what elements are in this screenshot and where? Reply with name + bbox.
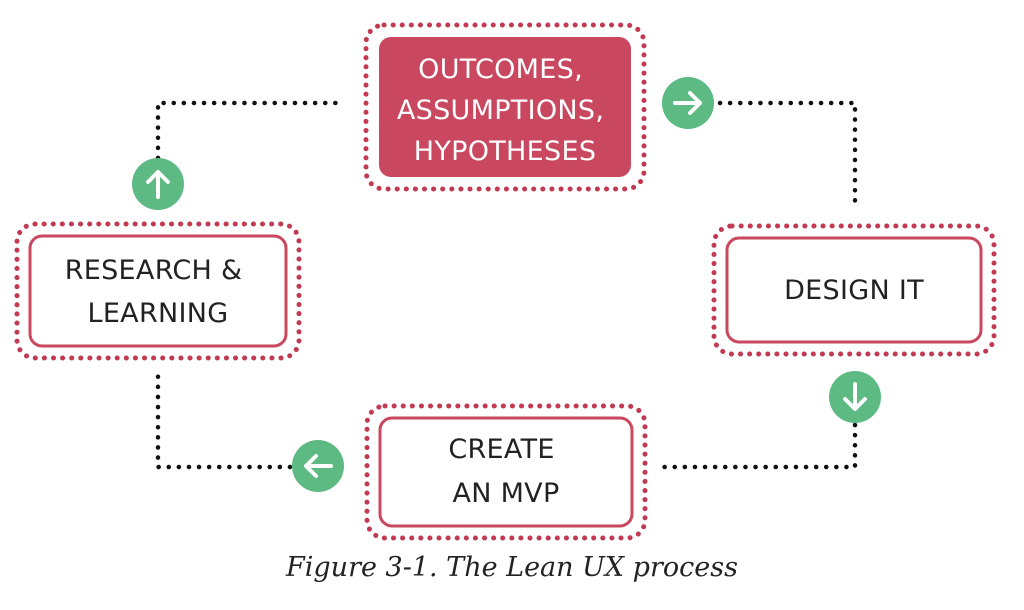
connector-research-to-outcomes xyxy=(155,100,348,161)
figure-caption: Figure 3-1. The Lean UX process xyxy=(286,552,738,583)
arrow-down-icon xyxy=(829,371,881,423)
connector-outcomes-to-design xyxy=(717,100,858,213)
node-research-box xyxy=(28,234,288,348)
arrow-up-icon xyxy=(132,158,184,210)
node-design: DESIGN IT xyxy=(711,223,997,357)
connector-mvp-to-research xyxy=(155,369,293,470)
lean-ux-cycle-diagram: OUTCOMES, ASSUMPTIONS, HYPOTHESES DESIGN… xyxy=(14,22,997,541)
node-outcomes-line-1: OUTCOMES, xyxy=(418,54,583,85)
arrow-left-icon xyxy=(292,440,344,492)
svg-text:DESIGN IT: DESIGN IT xyxy=(784,275,924,306)
node-outcomes-box xyxy=(379,37,631,177)
node-outcomes-dotted-border xyxy=(363,22,647,192)
node-design-line-1: DESIGN IT xyxy=(784,275,924,306)
node-outcomes-line-3: HYPOTHESES xyxy=(414,136,597,167)
node-research-line-1: RESEARCH & xyxy=(65,255,243,286)
node-outcomes: OUTCOMES, ASSUMPTIONS, HYPOTHESES xyxy=(363,22,647,192)
node-design-box xyxy=(725,236,983,344)
node-mvp-line-1: CREATE xyxy=(448,434,554,465)
node-design-dotted-border xyxy=(711,223,997,357)
node-outcomes-line-2: ASSUMPTIONS, xyxy=(397,95,604,126)
node-mvp-box xyxy=(378,416,634,528)
node-research: RESEARCH & LEARNING xyxy=(14,221,302,361)
connector-design-to-mvp xyxy=(657,422,858,470)
svg-text:OUTCOMES, ASSUMPTIONS,: OUTCOMES, ASSUMPTIONS, HYPOTHESES xyxy=(397,54,613,167)
arrow-right-icon xyxy=(662,77,714,129)
node-mvp-dotted-border xyxy=(364,403,648,541)
node-research-line-2: LEARNING xyxy=(87,298,228,329)
connectors xyxy=(155,100,858,470)
svg-text:RESEARCH & LEARNING: RESEARCH & LEARNING xyxy=(65,255,252,329)
node-mvp-line-2: AN MVP xyxy=(452,478,559,509)
svg-text:CREATE AN MVP: CREATE AN MVP xyxy=(448,434,563,509)
node-mvp: CREATE AN MVP xyxy=(364,403,648,541)
